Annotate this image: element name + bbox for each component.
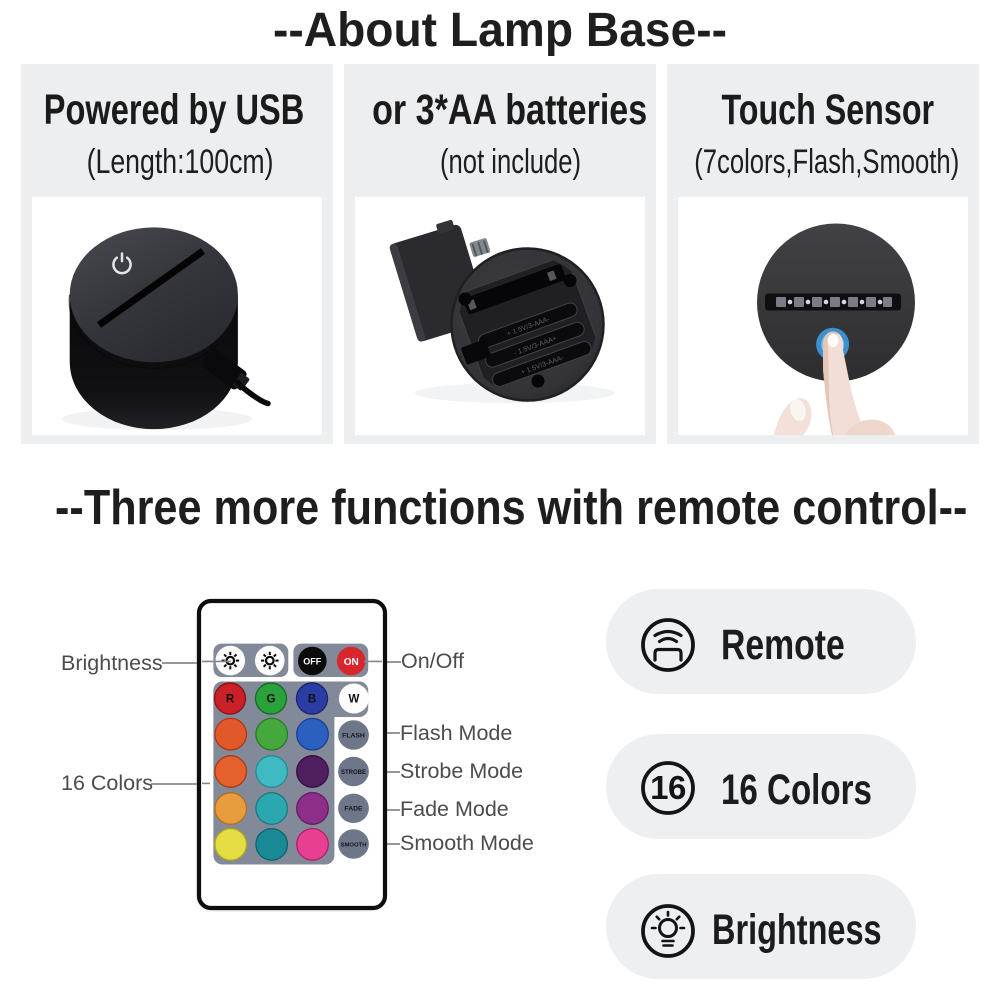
svg-text:G: G [267, 694, 276, 706]
svg-text:B: B [308, 694, 316, 706]
svg-text:W: W [348, 694, 359, 706]
svg-text:SMOOTH: SMOOTH [341, 842, 367, 848]
svg-text:ON: ON [344, 657, 359, 668]
svg-text:FADE: FADE [344, 806, 363, 813]
svg-text:FLASH: FLASH [342, 732, 365, 739]
svg-text:OFF: OFF [303, 657, 321, 667]
svg-text:R: R [226, 694, 235, 706]
svg-text:STROBE: STROBE [341, 770, 366, 776]
